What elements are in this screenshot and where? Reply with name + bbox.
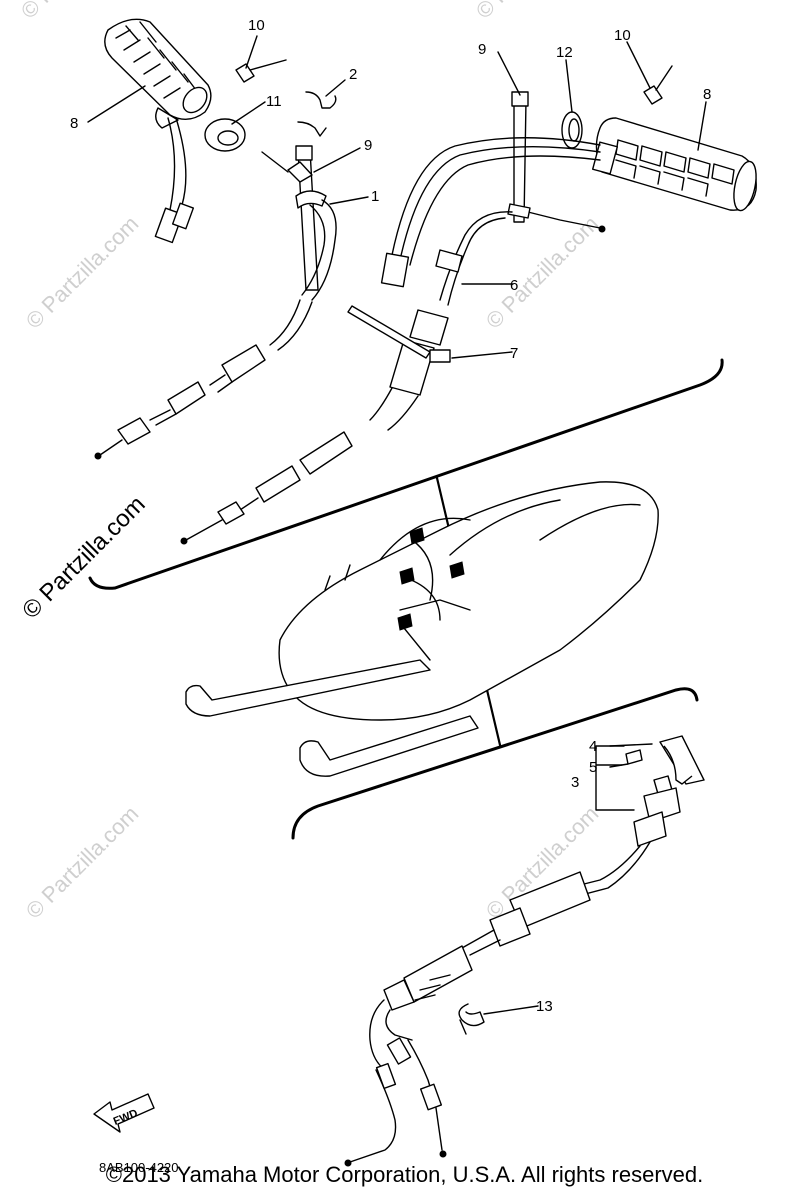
leader-lines — [87, 35, 707, 1015]
watermark: © Partzilla.com — [471, 0, 594, 24]
clip-13 — [458, 1003, 485, 1035]
brake-cable — [180, 203, 606, 545]
snowmobile — [185, 481, 659, 777]
part-label-3: 3 — [571, 774, 579, 791]
watermark: © Partzilla.com — [21, 801, 144, 924]
section-divider-bottom — [291, 687, 699, 840]
part-label-7: 7 — [510, 345, 518, 362]
part-label-10-right: 10 — [614, 27, 631, 44]
part-label-2: 2 — [349, 66, 357, 83]
section-divider-top — [88, 358, 724, 590]
tie-strap-7-head — [429, 349, 451, 363]
part-label-10-left: 10 — [248, 17, 265, 34]
right-grip-wire — [399, 145, 601, 261]
copyright-footer: ©2013 Yamaha Motor Corporation, U.S.A. A… — [105, 1162, 704, 1187]
part-label-12: 12 — [556, 44, 573, 61]
part-label-9-left: 9 — [364, 137, 372, 154]
part-label-1: 1 — [371, 188, 379, 205]
part-label-5: 5 — [589, 759, 597, 776]
part-label-8-left: 8 — [70, 115, 78, 132]
right-grip-connector — [380, 252, 410, 288]
part-label-13: 13 — [536, 998, 553, 1015]
left-tie-strap-head — [295, 145, 313, 161]
left-grip-wire — [167, 117, 176, 211]
kill-switch-cable — [344, 841, 651, 1167]
part-label-8-right: 8 — [703, 86, 711, 103]
switch-assembly — [625, 735, 705, 847]
right-grip — [591, 117, 757, 212]
right-tie-strap-head — [511, 91, 529, 107]
right-tie-strap — [513, 99, 527, 223]
left-grip-wire — [175, 117, 187, 206]
ring-12-inner — [568, 118, 580, 142]
left-grip-connector — [171, 202, 195, 230]
part-label-4: 4 — [589, 738, 597, 755]
left-grip-screw — [235, 59, 287, 83]
throttle-cable — [94, 151, 337, 460]
part-label-11: 11 — [266, 93, 282, 110]
forward-arrow-icon: FWD — [93, 1093, 155, 1133]
left-grip — [104, 18, 212, 129]
part-label-6: 6 — [510, 277, 518, 294]
part-label-9-right: 9 — [478, 41, 486, 58]
clip-2 — [297, 91, 337, 137]
right-grip-wire — [409, 155, 601, 266]
watermark: © Partzilla.com — [481, 211, 604, 334]
ring-11 — [204, 118, 246, 152]
drawing-code: 8AB100-4220 — [99, 1160, 179, 1175]
right-grip-wire — [391, 137, 601, 256]
bracket-line — [595, 745, 635, 811]
watermark: © Partzilla.com — [16, 0, 139, 24]
watermark-prominent: © Partzilla.com — [17, 491, 150, 624]
watermark: © Partzilla.com — [21, 211, 144, 334]
